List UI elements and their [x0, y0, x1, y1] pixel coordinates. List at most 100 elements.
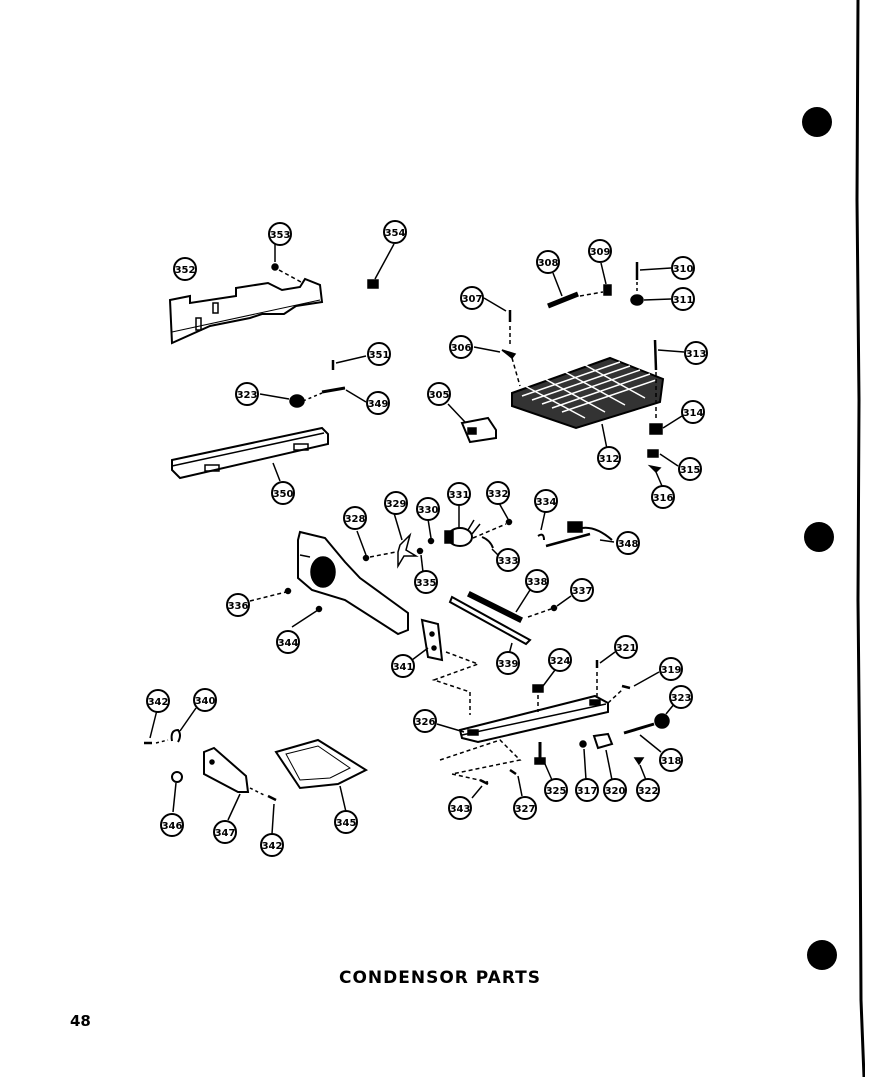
part-screw-343 [471, 778, 489, 799]
svg-text:315: 315 [680, 465, 701, 476]
part-screw-353 [271, 244, 302, 283]
svg-text:349: 349 [368, 399, 389, 410]
svg-text:341: 341 [393, 662, 414, 673]
part-rod-318 [639, 734, 662, 753]
svg-text:353: 353 [270, 230, 291, 241]
svg-text:339: 339 [498, 659, 519, 670]
part-screw-307 [483, 297, 512, 345]
part-screw-342-upper [144, 709, 169, 745]
svg-text:307: 307 [462, 294, 483, 305]
svg-text:333: 333 [498, 556, 519, 567]
part-nut-316 [647, 464, 663, 487]
callout-351: 351 [367, 342, 391, 366]
callout-347: 347 [213, 820, 237, 844]
callout-350: 350 [271, 481, 295, 505]
callout-337: 337 [570, 578, 594, 602]
part-clip-334 [537, 511, 546, 541]
callout-331: 331 [447, 482, 471, 506]
callout-318: 318 [659, 748, 683, 772]
part-bracket-305 [447, 403, 497, 444]
svg-text:326: 326 [415, 717, 436, 728]
callout-320: 320 [603, 778, 627, 802]
svg-text:338: 338 [527, 577, 548, 588]
svg-text:323: 323 [237, 390, 258, 401]
svg-text:327: 327 [515, 804, 536, 815]
svg-text:313: 313 [686, 349, 707, 360]
part-condenser-coil [511, 356, 665, 450]
part-fan-blade-329 [393, 512, 419, 569]
callout-334: 334 [534, 489, 558, 513]
part-clip-340 [170, 707, 197, 743]
callout-306: 306 [449, 335, 473, 359]
part-screw-328 [356, 530, 397, 562]
callout-316: 316 [651, 485, 675, 509]
binder-hole-middle [804, 522, 834, 552]
callout-324: 324 [548, 648, 572, 672]
svg-text:324: 324 [550, 656, 571, 667]
svg-text:314: 314 [683, 408, 704, 419]
callout-323-upper: 323 [235, 382, 259, 406]
svg-text:306: 306 [451, 343, 472, 354]
part-clip-354 [367, 243, 395, 289]
part-bracket-347 [203, 746, 267, 821]
svg-text:340: 340 [195, 696, 216, 707]
svg-text:332: 332 [488, 489, 509, 500]
svg-text:342: 342 [148, 697, 169, 708]
callout-321: 321 [614, 635, 638, 659]
callout-323-lower: 323 [669, 685, 693, 709]
callout-342-upper: 342 [146, 689, 170, 713]
part-fitting-309 [579, 262, 612, 297]
part-rod-349 [302, 386, 367, 403]
svg-text:310: 310 [673, 264, 694, 275]
binder-hole-bottom [807, 940, 837, 970]
part-fan-motor-331 [444, 504, 507, 547]
svg-text:348: 348 [618, 539, 639, 550]
callout-329: 329 [384, 491, 408, 515]
callout-317: 317 [575, 778, 599, 802]
svg-text:346: 346 [162, 821, 183, 832]
svg-text:343: 343 [450, 804, 471, 815]
callout-330: 330 [416, 497, 440, 521]
part-bracket-plate [168, 277, 324, 345]
callout-325: 325 [544, 778, 568, 802]
svg-text:337: 337 [572, 586, 593, 597]
part-clip-330 [427, 518, 435, 545]
svg-text:334: 334 [536, 497, 557, 508]
svg-text:309: 309 [590, 247, 611, 258]
svg-text:311: 311 [673, 295, 694, 306]
callout-labels: 353 354 352 308 309 310 307 311 351 306 … [146, 220, 708, 857]
svg-text:344: 344 [278, 638, 299, 649]
svg-text:342: 342 [262, 841, 283, 852]
callout-333: 333 [496, 548, 520, 572]
svg-text:322: 322 [638, 786, 659, 797]
part-grommet-311 [630, 294, 672, 306]
callout-322: 322 [636, 778, 660, 802]
svg-text:336: 336 [228, 601, 249, 612]
part-bolt-325 [534, 742, 553, 781]
svg-text:352: 352 [175, 265, 196, 276]
callout-319: 319 [659, 657, 683, 681]
callout-340: 340 [193, 688, 217, 712]
callout-344: 344 [276, 630, 300, 654]
part-screw-332 [498, 502, 513, 526]
part-washer-315 [647, 449, 679, 467]
page-number: 48 [70, 1012, 91, 1030]
part-grommet-323-lower [623, 702, 676, 735]
part-grommet-323 [259, 393, 305, 408]
svg-text:329: 329 [386, 499, 407, 510]
svg-text:305: 305 [429, 390, 450, 401]
callout-332: 332 [486, 481, 510, 505]
svg-text:351: 351 [369, 350, 390, 361]
part-washer-335 [416, 547, 424, 573]
part-screw-319 [607, 671, 660, 704]
part-grommet-314 [649, 415, 683, 435]
svg-text:325: 325 [546, 786, 567, 797]
svg-text:331: 331 [449, 490, 470, 501]
callout-349: 349 [366, 391, 390, 415]
svg-text:317: 317 [577, 786, 598, 797]
callout-308: 308 [536, 250, 560, 274]
callout-328: 328 [343, 506, 367, 530]
part-rail-338 [466, 589, 531, 624]
svg-text:335: 335 [416, 578, 437, 589]
